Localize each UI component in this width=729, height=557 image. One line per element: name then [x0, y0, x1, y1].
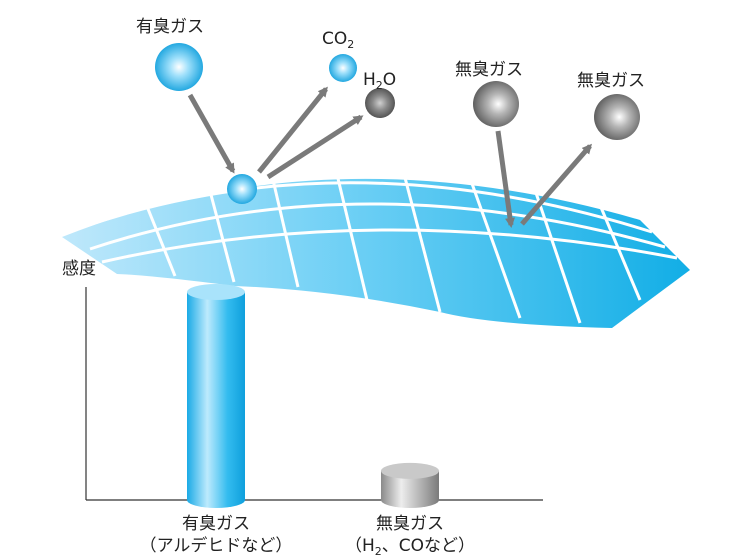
arrow-co2-out — [257, 86, 328, 174]
arrow-odorless-in — [495, 130, 515, 228]
bar-odor-gas-body — [187, 292, 245, 508]
bars — [187, 284, 439, 508]
y-axis-label: 感度 — [62, 259, 96, 279]
reaction-arrows — [187, 86, 592, 228]
odorless-gas-label-2: 無臭ガス — [577, 71, 645, 91]
molecule-labels: 有臭ガス CO2 H2O 無臭ガス 無臭ガス — [136, 17, 645, 92]
odorless-gas-label-1: 無臭ガス — [455, 60, 523, 80]
bar-odor-gas — [187, 284, 245, 508]
sensor-grid — [76, 165, 678, 324]
x-tick-sublabel-odor: （アルデヒドなど） — [140, 535, 293, 556]
odorless-gas-molecule-1 — [473, 81, 519, 127]
h2o-molecule — [365, 88, 395, 118]
odor-gas-label: 有臭ガス — [136, 17, 204, 37]
sensor-surface — [62, 165, 690, 328]
x-tick-label-odorless: 無臭ガス — [376, 514, 444, 534]
arrow-odorless-out — [520, 143, 592, 226]
bar-odorless-gas-body — [381, 470, 439, 508]
bar-odorless-gas-top — [381, 462, 439, 479]
odorless-gas-molecule-2 — [594, 94, 640, 140]
x-tick-label-odor: 有臭ガス — [182, 514, 250, 534]
arrow-odor-in — [187, 93, 236, 174]
co2-label: CO2 — [322, 29, 354, 51]
molecules — [155, 43, 640, 204]
odor-gas-molecule — [155, 43, 203, 91]
x-tick-sublabel-odorless: （H2、COなど） — [345, 536, 475, 557]
sensitivity-chart: 感度 有臭ガス （アルデヒドなど） 無臭ガス （H2、COなど） — [62, 259, 543, 557]
co2-molecule — [329, 54, 357, 82]
bar-odor-gas-top — [187, 284, 245, 300]
adsorbed-odor-molecule — [227, 174, 257, 204]
arrow-h2o-out — [266, 114, 364, 180]
sensor-surface-body — [62, 178, 690, 328]
h2o-label: H2O — [363, 70, 396, 92]
bar-odorless-gas — [381, 462, 439, 508]
